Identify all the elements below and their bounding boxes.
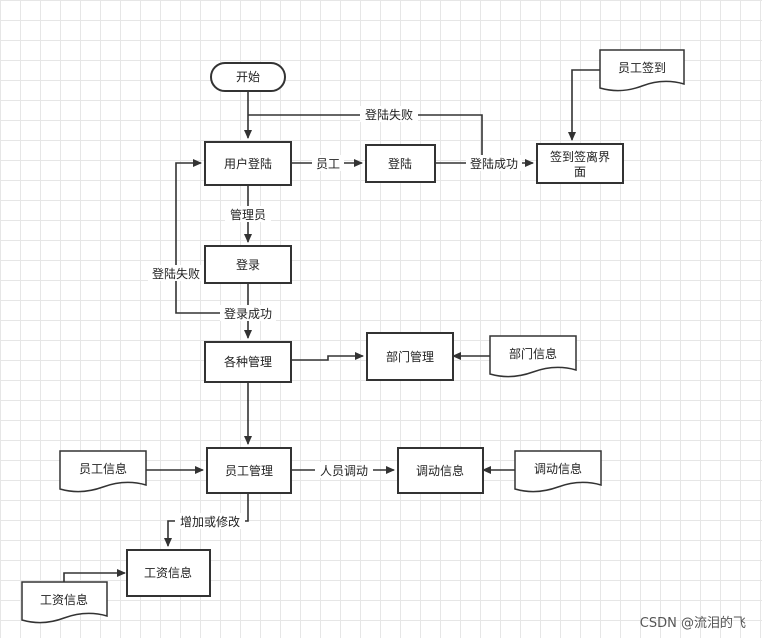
user-login-node [204, 141, 292, 186]
staff-info-doc [59, 450, 147, 493]
edge-label-add-or-modify: 增加或修改 [180, 514, 240, 529]
sign-page-label-2: 面 [574, 165, 586, 179]
staff-manage-node [206, 447, 292, 494]
staff-signin-doc [599, 49, 685, 92]
dept-info-doc [489, 335, 577, 378]
edge-login-fail-left [175, 159, 248, 314]
transfer-info-label: 调动信息 [416, 463, 464, 478]
start-label: 开始 [236, 70, 260, 84]
dept-info-label: 部门信息 [509, 346, 557, 361]
edge-label-login-fail-top: 登陆失败 [365, 107, 413, 122]
edge-staff-signin [568, 69, 600, 141]
edge-label-admin: 管理员 [230, 207, 266, 222]
edge-salary-doc [63, 569, 126, 582]
watermark: CSDN @流泪的飞 [640, 615, 746, 631]
transfer-info-node [397, 447, 484, 494]
staff-signin-label: 员工签到 [618, 60, 666, 75]
staff-manage-label: 员工管理 [225, 463, 273, 478]
staff-info-label: 员工信息 [79, 461, 127, 476]
transfer-info-doc-label: 调动信息 [534, 461, 582, 476]
admin-login-label: 登录 [236, 257, 260, 272]
sign-page-label-1: 签到签离界 [550, 149, 610, 164]
manage-all-label: 各种管理 [224, 354, 272, 369]
staff-login-node [365, 144, 436, 183]
edge-dept-manage [291, 352, 364, 361]
user-login-label: 用户登陆 [224, 156, 272, 171]
edge-label-login-fail-left: 登陆失败 [152, 266, 200, 281]
salary-info-doc [21, 581, 108, 624]
admin-login-node [204, 245, 292, 284]
salary-info-node [126, 549, 211, 597]
salary-info-label: 工资信息 [144, 565, 192, 580]
edge-label-login-success: 登陆成功 [470, 156, 518, 171]
edge-login-fail-top [248, 114, 483, 160]
start-node [210, 62, 286, 92]
manage-all-node [204, 341, 292, 383]
edge-label-staff: 员工 [316, 157, 340, 171]
sign-page-node [536, 143, 624, 184]
dept-manage-node [366, 332, 454, 381]
staff-login-label: 登陆 [388, 156, 412, 171]
edge-label-personnel-transfer: 人员调动 [320, 464, 368, 478]
edge-label-login-success-admin: 登录成功 [224, 306, 272, 321]
dept-manage-label: 部门管理 [386, 349, 434, 364]
transfer-info-doc [514, 450, 602, 493]
salary-info-doc-label: 工资信息 [40, 592, 88, 607]
